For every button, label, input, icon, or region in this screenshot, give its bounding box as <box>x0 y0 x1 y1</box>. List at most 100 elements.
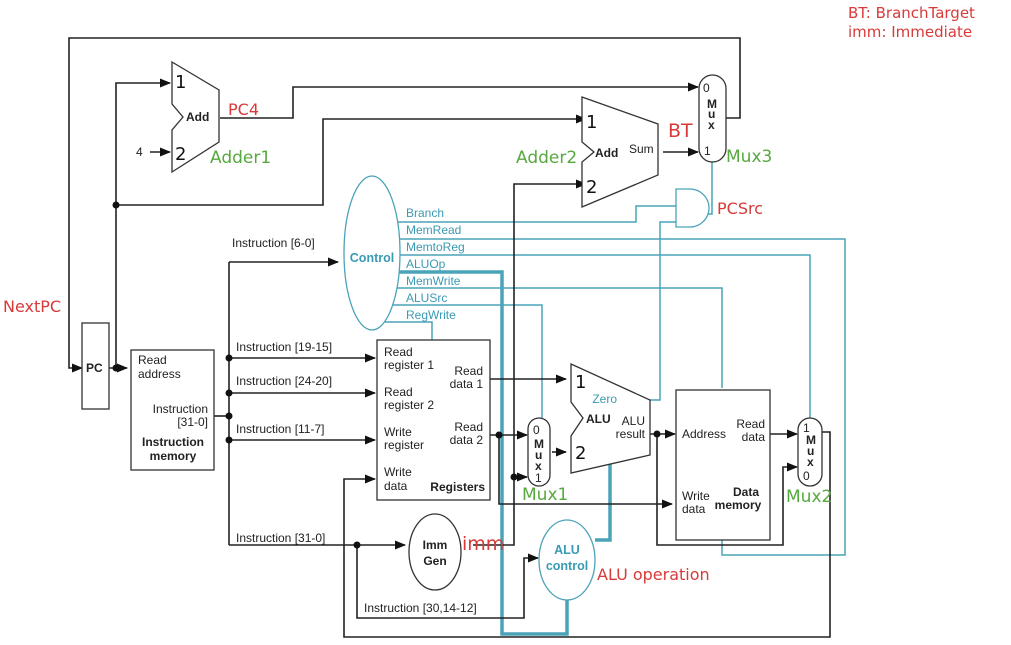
legend: BT: BranchTarget imm: Immediate <box>848 4 975 41</box>
dmem-write-a: Write <box>682 489 710 503</box>
dmem-read-a: Read <box>736 417 765 431</box>
const-4: 4 <box>136 145 143 159</box>
reg-wd-a: Write <box>384 465 412 479</box>
pc-label: PC <box>86 361 103 375</box>
registers-title: Registers <box>430 480 485 494</box>
imem-title-2: memory <box>150 449 197 463</box>
mux1-name: Mux1 <box>522 485 568 505</box>
data-wires <box>68 37 831 638</box>
imem-read-label: Read <box>138 353 167 367</box>
dmem-title-2: memory <box>715 498 762 512</box>
pc-register[interactable]: PC <box>81 322 110 410</box>
mux3-name: Mux3 <box>726 147 772 167</box>
reg-rr2-b: register 2 <box>384 398 434 412</box>
wire-imm-to-mux1 <box>473 472 529 546</box>
mux3[interactable]: 0 M u x 1 <box>698 74 727 163</box>
signal-memtoreg: MemtoReg <box>406 240 465 254</box>
alu[interactable]: ALU 1 2 Zero ALU result <box>570 362 651 474</box>
mux3-letter-u: u <box>708 107 715 121</box>
legend-imm: imm: Immediate <box>848 23 972 41</box>
signal-alusrc: ALUSrc <box>406 291 447 305</box>
wire-writeback <box>343 431 831 638</box>
instr-rs1-label: Instruction [19-15] <box>236 340 332 354</box>
instr-rd-label: Instruction [11-7] <box>236 422 325 436</box>
reg-wr-a: Write <box>384 425 412 439</box>
mux3-in0: 0 <box>703 81 710 95</box>
signal-memwrite: MemWrite <box>406 274 461 288</box>
signal-memread: MemRead <box>406 223 461 237</box>
alu-zero: Zero <box>592 392 617 406</box>
control-label: Control <box>350 251 394 265</box>
legend-bt: BT: BranchTarget <box>848 4 975 22</box>
mux3-in1: 1 <box>704 144 711 158</box>
adder1-op: Add <box>186 110 209 124</box>
mux1-letter-x: x <box>535 459 542 473</box>
reg-rr1-b: register 1 <box>384 358 434 372</box>
instruction-memory[interactable]: Read address Instruction [31-0] Instruct… <box>130 349 215 471</box>
mux2-name: Mux2 <box>786 487 832 507</box>
wire-memwrite <box>393 287 723 388</box>
wire-alu-ctrl-instr <box>356 545 540 619</box>
mux2-letter-m: M <box>806 433 816 447</box>
dmem-read-b: data <box>742 430 766 444</box>
wire-memread <box>393 238 846 556</box>
control-wires <box>384 160 846 636</box>
data-memory[interactable]: Address Read data Write data Data memory <box>675 389 771 541</box>
mux2-letter-u: u <box>807 444 814 458</box>
mux1-in0: 0 <box>533 423 540 437</box>
wire-zero <box>620 221 676 401</box>
control-signal-labels: Branch MemRead MemtoReg ALUOp MemWrite A… <box>406 206 465 322</box>
imem-title-1: Instruction <box>142 435 204 449</box>
signal-branch: Branch <box>406 206 444 220</box>
aluctrl-label-1: ALU <box>554 543 580 557</box>
alu-label: ALU <box>586 412 611 426</box>
instr-aluctrl-label: Instruction [30,14-12] <box>364 601 477 615</box>
reg-wd-b: data <box>384 479 408 493</box>
dmem-title-1: Data <box>733 485 759 499</box>
mux2-in1: 1 <box>803 421 810 435</box>
wire-regwrite <box>384 321 433 340</box>
mux2[interactable]: 1 M u x 0 <box>797 417 823 487</box>
wire-pc-to-adder1 <box>115 78 172 368</box>
alu-result-b: result <box>616 427 646 441</box>
wire-to-writedata <box>498 435 674 509</box>
immgen-label-2: Gen <box>423 554 446 568</box>
nextpc-label: NextPC <box>3 297 61 316</box>
adder1[interactable]: Add 1 2 4 <box>136 60 220 174</box>
immgen-label-1: Imm <box>423 538 448 552</box>
mux1[interactable]: 0 M u x 1 <box>527 417 551 487</box>
wire-aluop <box>396 270 569 636</box>
alu-in2: 2 <box>575 443 586 464</box>
adder2-sum: Sum <box>629 142 654 156</box>
mux1-letter-u: u <box>535 448 542 462</box>
control-unit[interactable]: Control <box>343 175 401 331</box>
alu-control[interactable]: ALU control <box>538 519 596 601</box>
register-file[interactable]: Read register 1 Read register 2 Write re… <box>376 339 491 501</box>
pc4-label: PC4 <box>228 100 259 119</box>
adder1-in1: 1 <box>175 72 186 93</box>
wire-nextpc <box>68 37 741 373</box>
mux3-letter-x: x <box>708 118 715 132</box>
reg-rd1-b: data 1 <box>450 377 484 391</box>
wire-memtoreg <box>396 254 811 418</box>
alu-result-a: ALU <box>622 414 645 428</box>
mux1-in1: 1 <box>535 471 542 485</box>
reg-wr-b: register <box>384 438 424 452</box>
bt-label: BT <box>668 120 693 142</box>
wire-pc-to-adder2 <box>116 114 588 206</box>
adder2-in1: 1 <box>586 112 597 133</box>
imm-gen[interactable]: Imm Gen <box>408 513 462 591</box>
adder2[interactable]: Add Sum 1 2 <box>581 96 659 208</box>
reg-rd2-b: data 2 <box>450 433 484 447</box>
wire-imm-to-adder2 <box>513 179 588 477</box>
reg-rr2-a: Read <box>384 385 413 399</box>
wire-pc4 <box>220 82 700 119</box>
and-gate <box>675 188 710 228</box>
instr-opcode-label: Instruction [6-0] <box>232 236 315 250</box>
alu-in1: 1 <box>575 372 586 393</box>
imem-address-label: address <box>138 367 181 381</box>
reg-rd1-a: Read <box>454 364 483 378</box>
signal-regwrite: RegWrite <box>406 308 456 322</box>
pcsrc-label: PCSrc <box>717 199 763 218</box>
wire-branch <box>387 205 676 223</box>
